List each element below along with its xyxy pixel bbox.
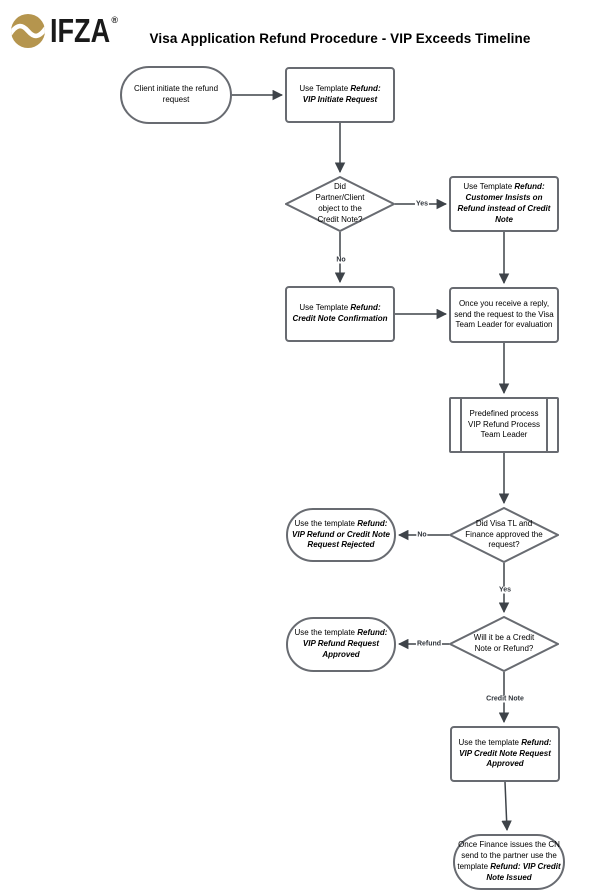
node-credit-note-approved: Use the template Refund: VIP Credit Note…	[450, 726, 560, 782]
edge-label-no-2: No	[416, 531, 428, 539]
ifza-logo: IFZA ®	[10, 13, 118, 49]
edge-label-no-1: No	[335, 256, 347, 264]
node-cnok-em: Refund: VIP Credit Note Request Approved	[459, 737, 552, 769]
node-confirm-em: Refund: Credit Note Confirmation	[292, 303, 388, 323]
node-credit-note-issued: Once Finance issues the CN send to the p…	[453, 834, 565, 890]
node-request-rejected: Use the template Refund: VIP Refund or C…	[286, 508, 396, 562]
edge-label-yes-1: Yes	[414, 200, 430, 208]
node-decision-tl-finance-approved: Did Visa TL and Finance approved the req…	[449, 507, 559, 563]
page-title: Visa Application Refund Procedure - VIP …	[149, 31, 531, 46]
node-issued-em: Refund: VIP Credit Note Issued	[486, 862, 561, 882]
node-sendtl-label: Once you receive a reply, send the reque…	[454, 298, 554, 330]
node-decision-object-credit-note: Did Partner/Client object to the Credit …	[285, 176, 395, 232]
node-decision-object-label: Did Partner/Client object to the Credit …	[315, 182, 365, 224]
diamond-shape	[449, 616, 559, 672]
node-credit-note-confirmation: Use Template Refund: Credit Note Confirm…	[285, 286, 395, 342]
diamond-shape	[449, 507, 559, 563]
node-initiate-label: Use Template	[299, 84, 351, 94]
node-refund-approved: Use the template Refund: VIP Refund Requ…	[286, 617, 396, 672]
node-confirm-label: Use Template	[299, 303, 351, 313]
node-send-to-team-leader: Once you receive a reply, send the reque…	[449, 287, 559, 343]
node-customer-insists: Use Template Refund: Customer Insists on…	[449, 176, 559, 232]
node-start-label: Client initiate the refund request	[133, 84, 219, 104]
node-refundok-em: Refund: VIP Refund Request Approved	[302, 628, 388, 659]
edge-label-refund: Refund	[415, 640, 443, 648]
edge-label-credit-note: Credit Note	[485, 695, 525, 703]
node-decision-approved-label: Did Visa TL and Finance approved the req…	[465, 518, 543, 550]
node-predefined-label: Predefined process VIP Refund Process Te…	[468, 408, 540, 440]
node-decision-choice-label: Will it be a Credit Note or Refund?	[473, 633, 535, 653]
node-decision-cn-or-refund: Will it be a Credit Note or Refund?	[449, 616, 559, 672]
edge-label-yes-2: Yes	[497, 586, 513, 594]
node-rejected-label: Use the template	[294, 518, 358, 528]
node-insists-label: Use Template	[463, 182, 515, 192]
diamond-shape	[285, 176, 395, 232]
node-cnok-label: Use the template	[458, 737, 522, 747]
node-refundok-label: Use the template	[294, 628, 358, 638]
node-issued-label: Once Finance issues the CN send to the p…	[457, 840, 560, 871]
ifza-logo-icon	[11, 14, 45, 48]
registered-mark: ®	[111, 15, 118, 25]
node-initiate-request: Use Template Refund: VIP Initiate Reques…	[285, 67, 395, 123]
node-predefined-process: Predefined process VIP Refund Process Te…	[449, 397, 559, 453]
brand-wordmark: IFZA	[50, 12, 111, 49]
edge-cnapproved-to-issued	[501, 781, 512, 832]
node-insists-em: Refund: Customer Insists on Refund inste…	[457, 182, 551, 224]
node-start: Client initiate the refund request	[120, 66, 232, 124]
node-initiate-em: Refund: VIP Initiate Request	[302, 84, 381, 104]
node-rejected-em: Refund: VIP Refund or Credit Note Reques…	[292, 518, 390, 550]
